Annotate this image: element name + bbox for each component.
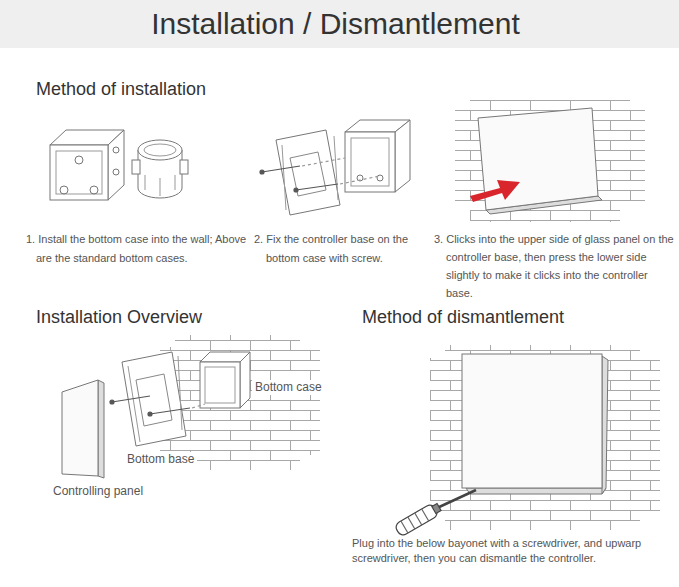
push-arrow [470, 180, 520, 202]
screwdriver [394, 490, 476, 537]
round-bottom-case [138, 140, 182, 160]
screw [262, 166, 300, 172]
controller-base [136, 374, 172, 426]
round-bottom-case [132, 160, 140, 174]
step-caption: 3. Clicks into the upper side of glass p… [446, 230, 674, 302]
part-label: Bottom base [124, 452, 197, 467]
bottom-case [240, 352, 250, 408]
controller-base [276, 130, 340, 215]
glass-panel [602, 356, 608, 494]
section-heading: Method of installation [36, 78, 336, 100]
screw [148, 412, 152, 416]
brick-wall [430, 345, 660, 530]
brick-wall [430, 345, 660, 530]
screw [260, 170, 264, 174]
bottom-case [351, 138, 389, 186]
square-bottom-case [90, 186, 98, 194]
controlling-panel [98, 380, 104, 478]
screw [150, 408, 190, 414]
bottom-case [205, 367, 235, 403]
square-bottom-case [75, 156, 83, 164]
screwdriver [401, 509, 429, 533]
bottom-case [200, 362, 240, 408]
round-bottom-case [144, 144, 176, 156]
part-label: Controlling panel [50, 484, 146, 499]
part-label: Bottom case [252, 380, 325, 395]
glass-panel [478, 108, 602, 214]
section-heading: Method of dismantlement [362, 306, 662, 328]
push-arrow [470, 180, 520, 202]
bottom-case [345, 132, 395, 192]
bottom-case [395, 120, 410, 192]
screw [294, 188, 298, 192]
dismantle-caption: Plug into the below bayonet with a screw… [352, 536, 672, 566]
bottom-case [200, 352, 250, 408]
screwdriver [394, 501, 443, 537]
screw [302, 158, 380, 184]
screw [296, 184, 338, 190]
square-bottom-case [60, 186, 68, 194]
brick-wall [455, 100, 645, 222]
glass-panel [466, 488, 606, 494]
step-caption: 1. Install the bottom case into the wall… [36, 230, 258, 268]
screw [110, 396, 205, 416]
controlling-panel [62, 380, 104, 478]
brick-wall [455, 100, 645, 222]
square-bottom-case [50, 130, 124, 200]
screw [192, 404, 205, 408]
controller-base [290, 152, 326, 196]
controller-base [282, 136, 338, 210]
round-bottom-case [180, 160, 188, 174]
glass-panel [462, 354, 602, 488]
screw [112, 396, 150, 402]
square-bottom-case [108, 130, 124, 200]
brick-wall [160, 335, 320, 470]
screw [110, 400, 114, 404]
section-heading: Installation Overview [36, 306, 336, 328]
square-bottom-case [113, 169, 119, 175]
controlling-panel [62, 380, 98, 476]
screwdriver [432, 504, 441, 514]
square-bottom-case [50, 145, 108, 200]
page-title: Installation / Dismantlement [0, 6, 675, 42]
glass-panel [462, 354, 608, 494]
screw [260, 158, 380, 192]
bottom-case [345, 120, 410, 192]
brick-wall [160, 335, 320, 470]
square-bottom-case [56, 151, 102, 194]
controller-base [276, 130, 340, 215]
screwdriver [437, 490, 476, 508]
step-caption: 2. Fix the controller base on the bottom… [266, 230, 438, 268]
square-bottom-case [113, 147, 119, 153]
round-bottom-case [145, 175, 175, 196]
controller-base [128, 356, 182, 442]
round-bottom-case [132, 140, 188, 198]
